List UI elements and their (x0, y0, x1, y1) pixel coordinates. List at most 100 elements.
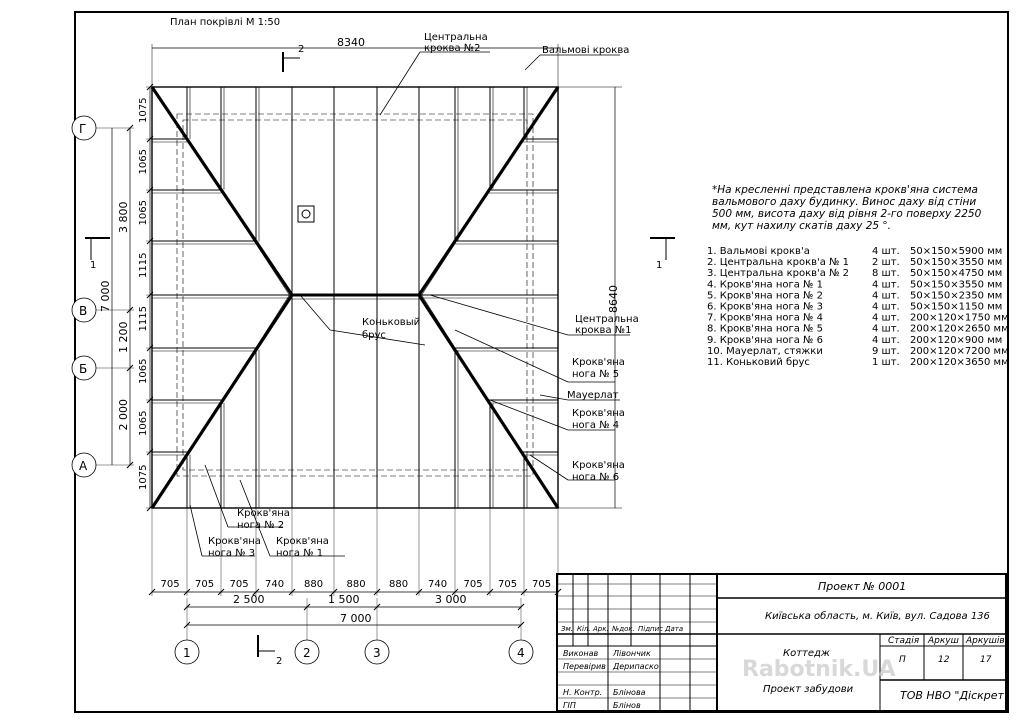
overall-height: 8640 (607, 285, 620, 313)
spec-size-11: 200×120×3650 мм (910, 357, 1009, 368)
axis-yslash-2 (126, 306, 134, 314)
hip-rafter-4 (417, 294, 560, 509)
dim-yseg-4: 1115 (138, 253, 149, 278)
spec-size-2: 50×150×3550 мм (910, 257, 1002, 268)
dim-seg-7: 880 (389, 579, 408, 590)
section-label-2-bottom: 2 (276, 656, 282, 667)
dim-seg-11: 705 (532, 579, 551, 590)
spec-qty-9: 4 шт. (872, 335, 900, 346)
dim-yaxis-3: 2 000 (117, 399, 130, 431)
label-rafter-leg-3: Крокв'яна нога № 3 (208, 536, 264, 559)
axis-bubble-h-2 (71, 297, 97, 323)
hip-rafter-edge-1 (155, 90, 293, 300)
axis-yslash-3 (126, 364, 134, 372)
dim-total-horizontal: 7 000 (340, 612, 372, 625)
spec-name-5: 5. Крокв'яна нога № 2 (707, 290, 823, 301)
dim-yseg-3: 1065 (138, 200, 149, 225)
axis-label-v-4: 4 (517, 646, 525, 660)
stamp-col-5: Підпис (638, 625, 663, 633)
stage-value: П (899, 655, 906, 665)
spec-name-3: 3. Центральна крокв'а № 2 (707, 268, 849, 279)
spec-size-9: 200×120×900 мм (910, 335, 1002, 346)
axis-bubble-v-4 (508, 639, 534, 665)
spec-name-8: 8. Крокв'яна нога № 5 (707, 324, 823, 335)
dim-slash-2 (217, 588, 225, 596)
spec-name-11: 11. Коньковий брус (707, 357, 810, 368)
dim-yseg-5: 1115 (138, 306, 149, 331)
hip-rafter-3 (150, 294, 294, 509)
spec-qty-11: 1 шт. (872, 357, 900, 368)
axis-slash-1 (183, 603, 191, 611)
leader-lines (189, 51, 630, 557)
dim-seg-3: 705 (230, 579, 249, 590)
dim-seg-6: 880 (347, 579, 366, 590)
dim-yseg-1: 1075 (138, 98, 149, 123)
axis-label-h-4: А (79, 459, 88, 473)
dim-seg-4: 740 (265, 579, 284, 590)
section-label-1-right: 1 (656, 260, 662, 271)
dim-yslash-3 (146, 237, 154, 245)
spec-qty-4: 4 шт. (872, 279, 900, 290)
spec-size-10: 200×120×7200 мм (910, 346, 1009, 357)
axis-yslash-1 (126, 124, 134, 132)
total-slash-r (517, 621, 525, 629)
dim-seg-5: 880 (304, 579, 323, 590)
label-ridge-beam: Коньковый брус (362, 317, 423, 341)
axis-bubble-h-4 (71, 452, 97, 478)
drawing-note: *На кресленні представлена крокв'яна сис… (712, 184, 985, 232)
axis-label-v-3: 3 (373, 646, 381, 660)
spec-name-4: 4. Крокв'яна нога № 1 (707, 279, 823, 290)
label-rafter-leg-5: Крокв'яна нога № 5 (572, 357, 628, 380)
dim-seg-1: 705 (161, 579, 180, 590)
dim-axis-3: 3 000 (435, 593, 467, 606)
axis-slash-2 (303, 603, 311, 611)
spec-qty-8: 4 шт. (872, 324, 900, 335)
dim-seg-2: 705 (195, 579, 214, 590)
stamp-col-2: Кіл. (577, 625, 591, 633)
axis-label-v-1: 1 (183, 646, 191, 660)
dim-seg-9: 705 (464, 579, 483, 590)
label-rafter-leg-6: Крокв'яна нога № 6 (572, 460, 628, 483)
dim-seg-10: 705 (498, 579, 517, 590)
document-name: Проект забудови (763, 683, 854, 695)
spec-size-1: 50×150×5900 мм (910, 246, 1002, 257)
sheets-value: 17 (980, 655, 992, 665)
roof-outline (151, 86, 559, 509)
section-mark-2-bottom (257, 635, 275, 657)
spec-qty-1: 4 шт. (872, 246, 900, 257)
axis-slash-3 (373, 603, 381, 611)
dim-yaxis-2: 1 200 (117, 322, 130, 354)
section-mark-2-top (282, 52, 300, 72)
spec-size-3: 50×150×4750 мм (910, 268, 1002, 279)
stamp-col-4: №док. (611, 625, 635, 633)
stamp-col-1: Зм. (561, 625, 573, 633)
stamp-name-4: Блінова (613, 688, 646, 697)
dim-slash-0 (148, 588, 156, 596)
dim-slash-10 (520, 588, 528, 596)
label-central-rafter-1: Центральна кроква №1 (575, 314, 642, 336)
overall-width: 8340 (337, 36, 365, 49)
dim-yslash-5 (146, 344, 154, 352)
stamp-role-1: Виконав (563, 649, 599, 658)
axis-bubble-v-3 (364, 639, 390, 665)
watermark: Rabotnik.UA (742, 657, 896, 682)
spec-qty-10: 9 шт. (872, 346, 900, 357)
section-label-2-top: 2 (298, 44, 304, 55)
spec-qty-5: 4 шт. (872, 290, 900, 301)
dim-total-vertical: 7 000 (99, 281, 112, 313)
dim-yslash-0 (146, 83, 154, 91)
dim-yslash-2 (146, 186, 154, 194)
axis-label-h-3: Б (79, 362, 87, 376)
dim-slash-4 (288, 588, 296, 596)
dim-slash-7 (415, 588, 423, 596)
stamp-name-5: Блінов (613, 701, 641, 710)
stamp-name-1: Лівончик (612, 649, 651, 658)
hip-rafter-edge-3 (155, 290, 293, 505)
chimney-hole (301, 209, 311, 219)
dim-yseg-2: 1065 (138, 149, 149, 174)
hip-rafter-edge-4 (418, 290, 555, 505)
